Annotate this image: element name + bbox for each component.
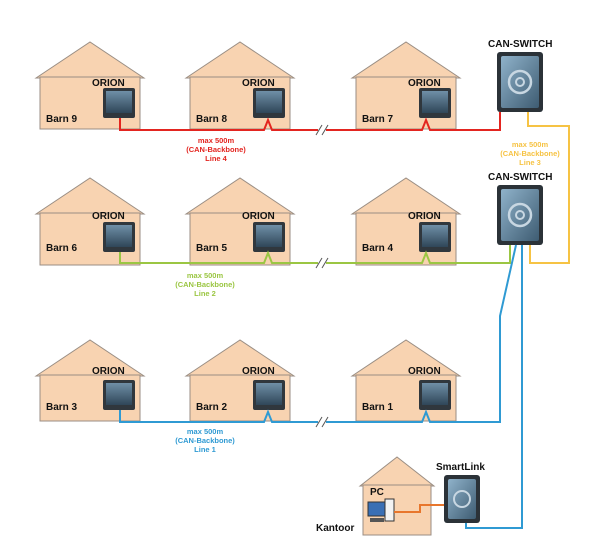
barn-label: Barn 5 <box>196 243 228 254</box>
barn-8: ORION Barn 8 <box>184 41 296 130</box>
line-1-max: max 500m <box>187 427 224 436</box>
barn-7: ORION Barn 7 <box>350 41 462 130</box>
barn-6: ORION Barn 6 <box>34 177 146 266</box>
orion-controller <box>419 88 451 118</box>
line-3-backbone: (CAN-Backbone) <box>500 149 560 158</box>
smartlink-label: SmartLink <box>436 462 485 473</box>
barn-label: Barn 2 <box>196 402 228 413</box>
pc-link-cable <box>394 504 444 513</box>
line-4-name: Line 4 <box>205 154 228 163</box>
line-4-cable: max 500m (CAN-Backbone) Line 4 <box>119 112 501 163</box>
orion-label: ORION <box>242 211 275 222</box>
can-switch-bottom: CAN-SWITCH <box>488 172 552 245</box>
line-4-backbone: (CAN-Backbone) <box>186 145 246 154</box>
orion-controller <box>419 380 451 410</box>
line-2-backbone: (CAN-Backbone) <box>175 280 235 289</box>
orion-controller <box>103 222 135 252</box>
orion-label: ORION <box>92 78 125 89</box>
line-3-name: Line 3 <box>519 158 541 167</box>
orion-label: ORION <box>242 78 275 89</box>
orion-controller <box>253 222 285 252</box>
line-2-max: max 500m <box>187 271 224 280</box>
pc-label: PC <box>370 487 384 498</box>
office-label: Kantoor <box>316 523 354 534</box>
orion-controller <box>103 380 135 410</box>
orion-label: ORION <box>242 366 275 377</box>
barn-label: Barn 9 <box>46 114 78 125</box>
barn-3: ORION Barn 3 <box>34 339 146 422</box>
barn-label: Barn 6 <box>46 243 78 254</box>
orion-controller <box>253 380 285 410</box>
office-building: PC Kantoor <box>316 456 436 536</box>
barn-label: Barn 3 <box>46 402 78 413</box>
barn-label: Barn 8 <box>196 114 228 125</box>
line-1-name: Line 1 <box>194 445 216 454</box>
barn-2: ORION Barn 2 <box>184 339 296 422</box>
orion-controller <box>419 222 451 252</box>
line-4-max: max 500m <box>198 136 235 145</box>
switch-label: CAN-SWITCH <box>488 172 552 183</box>
pc-icon <box>367 498 395 522</box>
orion-label: ORION <box>92 211 125 222</box>
barn-5: ORION Barn 5 <box>184 177 296 266</box>
line-1-backbone: (CAN-Backbone) <box>175 436 235 445</box>
barn-label: Barn 7 <box>362 114 394 125</box>
line-2-name: Line 2 <box>194 289 216 298</box>
smartlink-device: SmartLink <box>436 462 485 523</box>
barn-label: Barn 1 <box>362 402 394 413</box>
switch-label: CAN-SWITCH <box>488 39 552 50</box>
orion-label: ORION <box>408 78 441 89</box>
line-1-cable: max 500m (CAN-Backbone) Line 1 <box>119 244 523 529</box>
line-3-cable: max 500m (CAN-Backbone) Line 3 <box>500 112 570 264</box>
barn-9: ORION Barn 9 <box>34 41 146 130</box>
orion-controller <box>253 88 285 118</box>
barn-1: ORION Barn 1 <box>350 339 462 422</box>
barn-label: Barn 4 <box>362 243 394 254</box>
orion-label: ORION <box>408 211 441 222</box>
orion-label: ORION <box>92 366 125 377</box>
line-2-cable: max 500m (CAN-Backbone) Line 2 <box>119 245 511 298</box>
orion-controller <box>103 88 135 118</box>
can-switch-top: CAN-SWITCH <box>488 39 552 112</box>
orion-label: ORION <box>408 366 441 377</box>
barn-4: ORION Barn 4 <box>350 177 462 266</box>
line-3-max: max 500m <box>512 140 549 149</box>
